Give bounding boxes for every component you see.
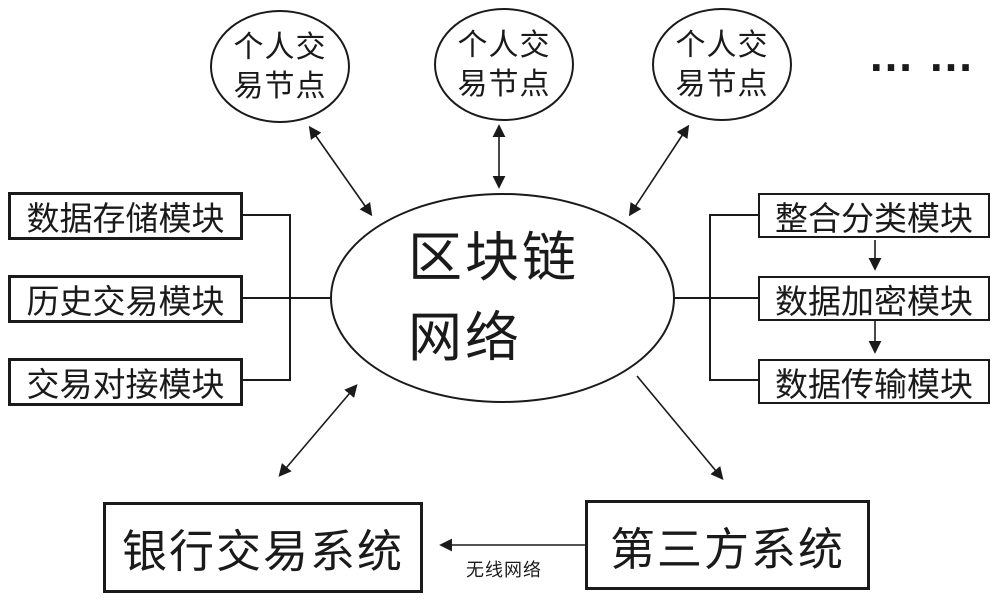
node-label: 个人交易节点 [457, 28, 551, 101]
node-blockchain-network: 区块链网络 [330, 193, 675, 403]
module-label: 历史交易模块 [26, 283, 225, 320]
node-label: 区块链网络 [408, 228, 579, 368]
arrow-network-thirdparty [636, 375, 724, 480]
node-personal-transaction-2: 个人交易节点 [434, 8, 574, 121]
system-label: 第三方系统 [609, 523, 845, 575]
module-label: 数据传输模块 [775, 365, 973, 403]
left-modules-bracket [243, 214, 332, 381]
wireless-network-label: 无线网络 [466, 560, 542, 580]
more-nodes-ellipsis: …… [868, 29, 988, 81]
module-history-transaction: 历史交易模块 [8, 275, 243, 323]
module-label: 整合分类模块 [775, 199, 973, 237]
node-label: 个人交易节点 [233, 30, 327, 103]
arrow-network-bank [278, 384, 358, 477]
module-integration-classification: 整合分类模块 [758, 193, 990, 238]
module-label: 数据存储模块 [26, 200, 225, 237]
module-data-transmission: 数据传输模块 [758, 359, 990, 404]
module-data-encryption: 数据加密模块 [758, 276, 990, 321]
node-personal-transaction-3: 个人交易节点 [652, 8, 792, 121]
node-personal-transaction-1: 个人交易节点 [210, 10, 350, 123]
right-modules-bracket [673, 214, 758, 381]
system-label: 银行交易系统 [121, 526, 404, 577]
system-bank-transaction: 银行交易系统 [103, 502, 423, 593]
arrow-node1-network [308, 125, 373, 217]
module-transaction-docking: 交易对接模块 [8, 358, 243, 406]
system-third-party: 第三方系统 [585, 500, 870, 590]
module-label: 数据加密模块 [775, 282, 973, 320]
node-label: 个人交易节点 [675, 28, 769, 101]
arrow-node3-network [628, 124, 690, 217]
module-data-storage: 数据存储模块 [8, 192, 243, 240]
module-label: 交易对接模块 [26, 366, 225, 403]
